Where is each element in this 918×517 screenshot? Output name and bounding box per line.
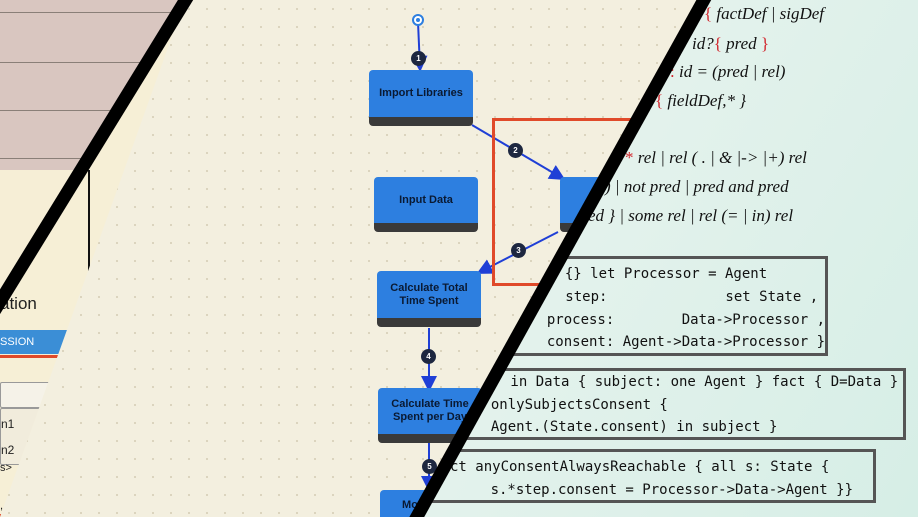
node-label: Mo bbox=[402, 499, 418, 511]
code-fragment-comma: , bbox=[0, 500, 4, 512]
edge-badge-4: 4 bbox=[421, 349, 436, 364]
node-import-libraries[interactable]: Import Libraries bbox=[369, 70, 473, 126]
grammar-line-4: { fieldDef,* } bbox=[655, 91, 746, 110]
code-line: step: set State , bbox=[540, 289, 819, 305]
edge-badge-1: 1 bbox=[411, 51, 426, 66]
dropdown-option-1[interactable]: n1 bbox=[1, 417, 15, 431]
node-label: Calculate Total Time Spent bbox=[390, 281, 468, 307]
code-line: Agent.(State.consent) in subject } bbox=[474, 419, 778, 435]
code-line: ct anyConsentAlwaysReachable { all s: St… bbox=[450, 459, 830, 475]
code-line: process: Data->Processor , bbox=[530, 312, 826, 328]
node-label: Calculate Time Spent per Day bbox=[391, 398, 469, 423]
edge-badge-5: 5 bbox=[422, 459, 437, 474]
grammar-line-3: : id = (pred | rel) bbox=[670, 62, 786, 81]
code-line: a {} let Processor = Agent bbox=[548, 266, 768, 282]
grammar-line-7: red } | some rel | rel (= | in) rel bbox=[582, 206, 794, 225]
code-line: consent: Agent->Data->Processor } bbox=[530, 334, 826, 350]
node-label: Input Data bbox=[399, 193, 453, 206]
node-input-data[interactable]: Input Data bbox=[374, 177, 478, 232]
section-label: ation bbox=[0, 294, 37, 313]
row-divider bbox=[0, 12, 185, 13]
grammar-line-1: { factDef | sigDef bbox=[704, 4, 825, 23]
grammar-line-2: id?{ pred } bbox=[692, 34, 770, 53]
code-line: in Data { subject: one Agent } fact { D=… bbox=[502, 374, 899, 390]
start-node-icon[interactable] bbox=[412, 14, 424, 26]
code-line: s.*step.consent = Processor->Data->Agent… bbox=[440, 482, 854, 498]
node-calculate-total-time[interactable]: Calculate Total Time Spent bbox=[377, 271, 481, 327]
code-fragment: s> bbox=[0, 462, 12, 474]
code-line: t onlySubjectsConsent { bbox=[474, 397, 668, 413]
node-label: Import Libraries bbox=[379, 87, 463, 99]
dropdown-option-2[interactable]: n2 bbox=[1, 443, 15, 457]
grammar-line-6: ) | not pred | pred and pred bbox=[605, 177, 789, 196]
grammar-line-5: * rel | rel ( . | & |-> |+) rel bbox=[625, 148, 807, 167]
